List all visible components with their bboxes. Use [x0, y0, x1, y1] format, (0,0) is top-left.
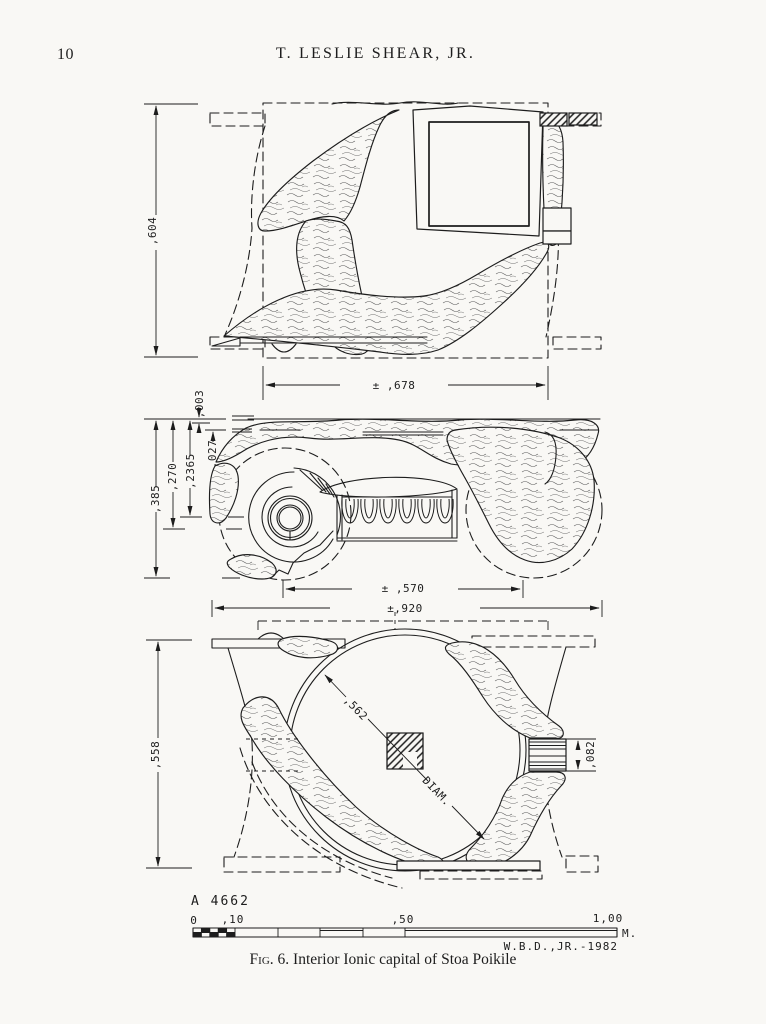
stone-fragment	[444, 641, 564, 739]
figure-caption: Fig. 6. Interior Ionic capital of Stoa P…	[0, 951, 766, 969]
page-number: 10	[57, 46, 74, 63]
volute-spiral	[248, 467, 341, 578]
scale-tick-0: 0	[190, 914, 198, 927]
dim-558-label: ,558	[149, 741, 162, 770]
stone-fragment	[257, 109, 400, 232]
scale-unit: M.	[622, 927, 637, 940]
diam-word-label: DIAM.	[420, 774, 454, 809]
dim-570-label: ± ,570	[382, 582, 425, 595]
dim-562-label: ,562	[341, 694, 370, 724]
top-view: ,604 ± ,678	[144, 101, 602, 400]
dim-604-label: ,604	[146, 217, 159, 246]
stone-fragment	[240, 696, 445, 870]
ovolo-profile	[319, 476, 458, 498]
scale-tick-50: ,50	[392, 913, 415, 926]
catalog-number: A 4662	[191, 894, 250, 909]
stone-fragment	[277, 635, 339, 659]
bottom-view: ,562 DIAM. ,558 ,082	[146, 612, 599, 889]
scale-tick-100: 1,00	[593, 912, 624, 925]
dim-678-label: ± ,678	[373, 379, 416, 392]
stone-fragment	[208, 462, 239, 524]
dim-385-label: ,385	[149, 485, 162, 514]
abacus-panel	[412, 105, 544, 237]
stone-fragment	[226, 554, 277, 580]
volute-restored-outline	[218, 447, 352, 581]
dowel-cutting	[386, 732, 424, 770]
stone-fragment	[465, 771, 566, 869]
contact-band	[528, 738, 567, 772]
dim-027-label: ,027	[206, 440, 219, 469]
running-head: T. LESLIE SHEAR, JR.	[275, 45, 476, 62]
volute-restored-outline	[465, 441, 603, 579]
figure-caption-label: Fig. 6.	[249, 951, 290, 968]
scale-tick-10: ,10	[222, 913, 245, 926]
egg-and-dart	[336, 489, 458, 542]
drafter-credit: W.B.D.,JR.-1982	[504, 940, 618, 953]
dim-2365-label: ,2365	[184, 453, 197, 489]
stone-fragment	[223, 241, 550, 355]
dim-270-label: ,270	[166, 463, 179, 492]
dim-082-label: ,082	[584, 741, 597, 770]
stone-fragment	[446, 426, 595, 564]
dim-003-label: ,003	[193, 390, 206, 419]
side-view: ,003 ,027 ,2365 ,270 ,385 ± ,570 ±,920	[144, 390, 603, 617]
figure-caption-text: Interior Ionic capital of Stoa Poikile	[289, 951, 517, 968]
dim-920-label: ±,920	[387, 602, 423, 615]
scale-bar: 0 ,10 ,50 1,00 M. W.B.D.,JR.-1982	[190, 912, 637, 953]
